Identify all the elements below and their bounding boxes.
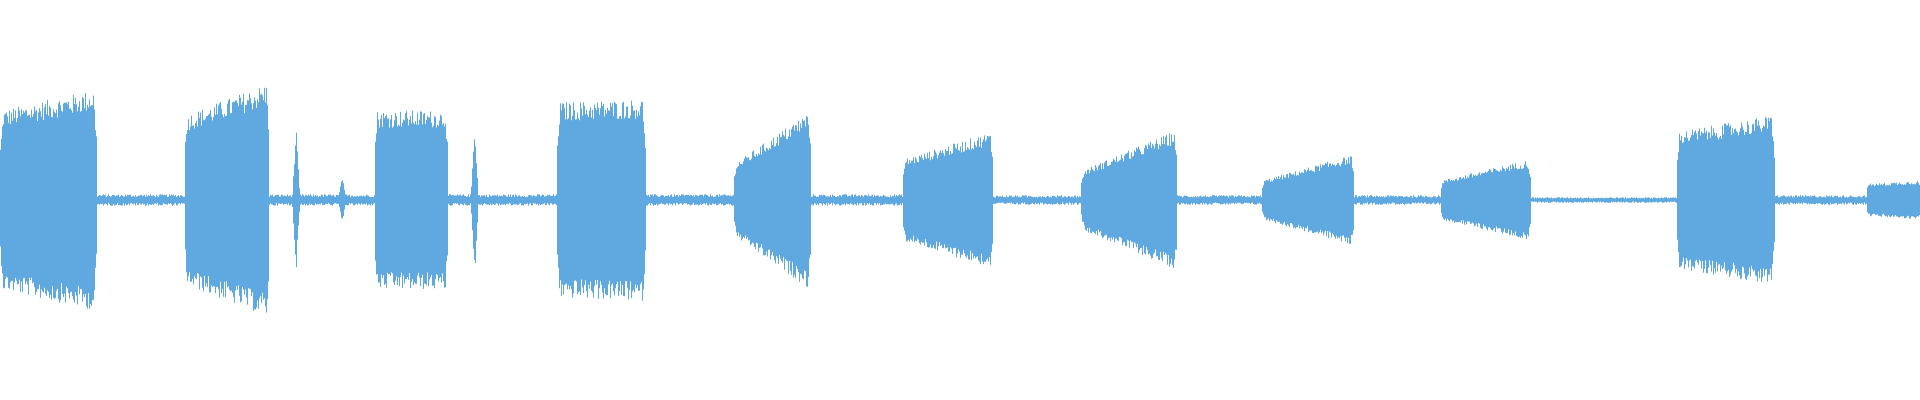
waveform-peaks: [0, 87, 1920, 313]
